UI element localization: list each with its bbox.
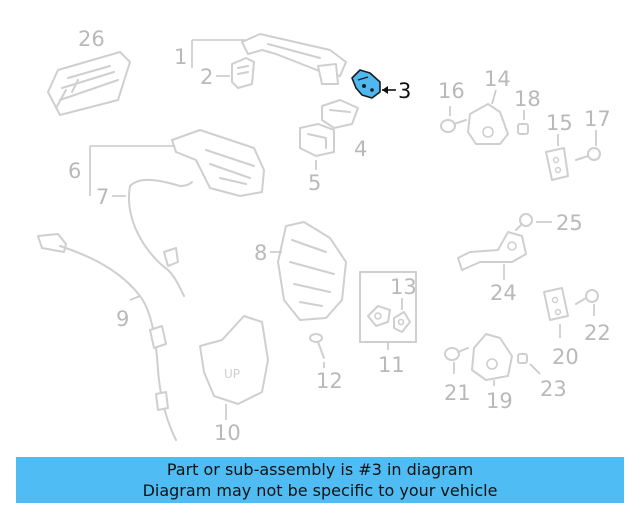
part-12-screw (309, 333, 325, 359)
part-3-highlighted (351, 69, 381, 99)
part-5-gasket (299, 123, 335, 157)
callout-11: 11 (378, 353, 405, 377)
part-22-bolt (575, 289, 599, 305)
part-17-bolt (575, 147, 601, 161)
callout-1: 1 (174, 45, 187, 69)
callout-17: 17 (584, 107, 611, 131)
part-15-plate (545, 147, 569, 181)
callout-3: 3 (398, 79, 411, 103)
banner-line-1: Part or sub-assembly is #3 in diagram (166, 460, 474, 479)
callout-10: 10 (214, 421, 241, 445)
callout-22: 22 (584, 321, 611, 345)
callout-15: 15 (546, 111, 573, 135)
callout-14: 14 (484, 67, 511, 91)
part-7-cable (128, 179, 193, 297)
callout-6: 6 (68, 159, 81, 183)
part-19-hinge-lower (471, 333, 513, 381)
callout-13: 13 (390, 275, 417, 299)
part-25-bolt (515, 213, 533, 231)
callout-25: 25 (556, 211, 583, 235)
lock-label: UP (224, 367, 240, 381)
callout-8: 8 (254, 241, 267, 265)
banner-line-2: Diagram may not be specific to your vehi… (142, 481, 498, 500)
part-9-long-cable (37, 233, 177, 441)
part-4-seal (321, 99, 359, 129)
callout-18: 18 (514, 87, 541, 111)
callout-24: 24 (490, 281, 517, 305)
part-10-lock-cover: UP (199, 315, 269, 405)
callout-12: 12 (316, 369, 343, 393)
callout-2: 2 (200, 65, 213, 89)
callout-9: 9 (116, 307, 129, 331)
callout-26: 26 (78, 27, 105, 51)
callout-20: 20 (552, 345, 579, 369)
callout-19: 19 (486, 389, 513, 413)
part-2-handle-bracket (231, 57, 255, 89)
notice-banner: Part or sub-assembly is #3 in diagram Di… (16, 457, 624, 503)
part-18-clip (517, 123, 529, 135)
callout-16: 16 (438, 79, 465, 103)
leader-14 (491, 89, 497, 105)
callout-4: 4 (354, 137, 367, 161)
part-21-bolt (444, 347, 469, 361)
part-14-hinge (467, 103, 509, 145)
part-26-handle-bezel (47, 51, 131, 116)
part-6-inside-handle (171, 129, 265, 197)
part-8-latch (277, 221, 347, 321)
leader-6 (89, 145, 175, 196)
callout-7: 7 (96, 185, 109, 209)
leader-23 (529, 363, 541, 375)
leader-3-arrow (382, 86, 388, 94)
part-1-outside-handle (241, 33, 347, 85)
part-20-plate (543, 287, 569, 321)
callout-5: 5 (308, 171, 321, 195)
callout-23: 23 (540, 377, 567, 401)
part-16-bolt (440, 119, 467, 133)
part-24-door-check (457, 231, 527, 271)
leader-9 (129, 295, 141, 301)
leader-1 (191, 39, 245, 68)
part-23-clip (517, 353, 528, 364)
callout-21: 21 (444, 381, 471, 405)
